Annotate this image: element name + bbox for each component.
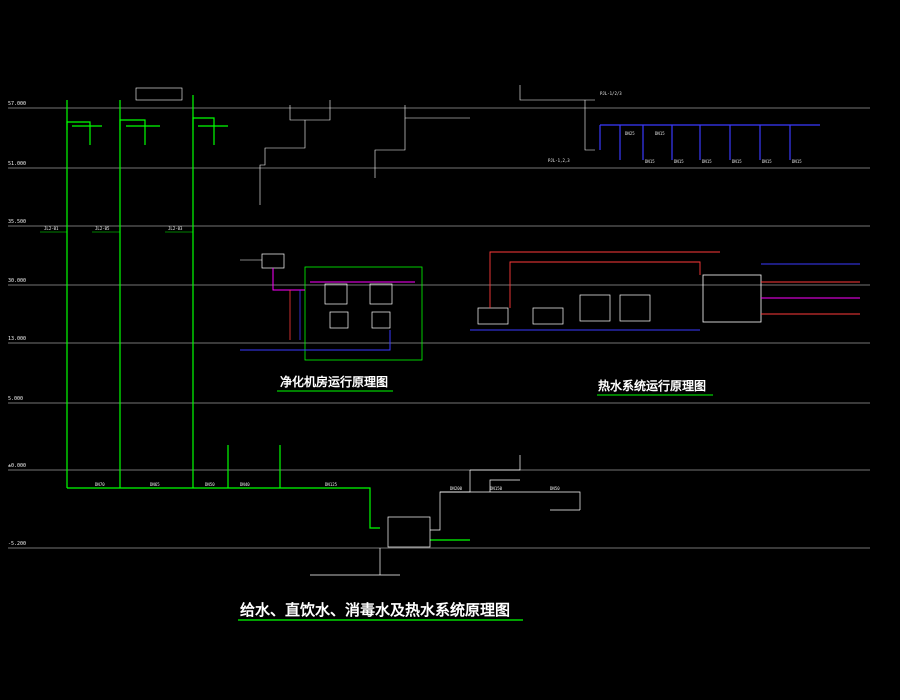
riser-tag-1: JL2-01 (44, 226, 59, 231)
branch-label-3: DN15 (674, 159, 684, 164)
pipe-label-top-right: PJL-1/2/3 (600, 91, 622, 96)
riser-tag-3: JL2-03 (168, 226, 183, 231)
level-mark-8: -5.200 (8, 541, 26, 547)
purify-title: 净化机房运行原理图 (280, 374, 388, 389)
level-mark-4: 30.000 (8, 278, 26, 284)
hot-heater-1 (579, 294, 611, 322)
hot-tank-2 (532, 307, 564, 325)
level-marks: 57.000 51.000 35.500 30.000 13.000 5.000… (8, 101, 26, 547)
riser-tag-2: JL2-05 (95, 226, 110, 231)
pipe-label-mid-right: PJL-1,2,3 (548, 158, 570, 163)
roof-tank (135, 87, 183, 101)
floor-level-lines (8, 107, 870, 549)
upper-pipe-4 (374, 118, 406, 178)
pipe-label-bottom-6: DN200 (450, 486, 463, 491)
pipe-label-bottom-7: DN150 (490, 486, 503, 491)
hot-supply-red (489, 251, 720, 308)
pipe-label-bottom-4: DN40 (240, 482, 250, 487)
upper-pipe-6 (584, 100, 595, 151)
purify-unit-1 (324, 283, 348, 305)
branch-label-2: DN15 (645, 159, 655, 164)
blue-distribution-header (599, 124, 820, 160)
hot-main-tank (702, 274, 762, 323)
bottom-line-4 (489, 479, 520, 492)
pipe-label-bottom-2: DN65 (150, 482, 160, 487)
upper-pipe-2 (259, 120, 306, 205)
hot-water-diagram: 热水系统运行原理图 (470, 251, 860, 396)
branch-label-5: DN15 (732, 159, 742, 164)
purify-pump-1 (329, 311, 349, 329)
riser-tags: JL2-01 JL2-05 JL2-03 (40, 226, 193, 233)
upper-pipe-5 (519, 85, 595, 101)
hot-tank-1 (477, 307, 509, 325)
hot-supply-red-2 (509, 261, 701, 308)
riser-branch-3 (192, 117, 215, 145)
level-mark-2: 51.000 (8, 161, 26, 167)
bottom-main-line (67, 445, 470, 541)
branch-label-4: DN15 (702, 159, 712, 164)
purify-feed-pipe (272, 268, 305, 291)
bottom-line-3 (470, 455, 521, 471)
bottom-main-pipe (67, 487, 380, 529)
upper-middle-piping (259, 85, 595, 205)
bottom-pump-station (310, 455, 581, 576)
level-mark-6: 5.000 (8, 396, 23, 402)
pipe-label-bottom-3: DN50 (205, 482, 215, 487)
pipe-label-bottom-8: DN50 (550, 486, 560, 491)
level-mark-1: 57.000 (8, 101, 26, 107)
purify-unit-2 (369, 283, 393, 305)
branch-label-6: DN15 (762, 159, 772, 164)
bottom-line-2 (440, 491, 581, 510)
upper-pipe-3 (404, 105, 470, 119)
riser-branch-2 (119, 119, 146, 145)
main-title: 给水、直饮水、消毒水及热水系统原理图 (240, 601, 510, 619)
purify-pump-2 (371, 311, 391, 329)
bottom-pipe-labels: DN70 DN65 DN50 DN40 DN125 DN200 DN150 DN… (95, 482, 560, 491)
branch-pipe-labels: DN25 DN15 DN15 DN15 DN15 DN15 DN15 DN15 (625, 131, 802, 164)
hot-heater-2 (619, 294, 651, 322)
level-mark-7: ±0.000 (8, 463, 26, 469)
pipe-label-bottom-5: DN125 (325, 482, 338, 487)
riser-branch-1 (66, 121, 91, 145)
bottom-pump-tank (387, 516, 431, 548)
pipe-label-bottom-1: DN70 (95, 482, 105, 487)
level-mark-3: 35.500 (8, 219, 26, 225)
purification-room-diagram: 净化机房运行原理图 (240, 253, 423, 392)
branch-label-1: DN25 (625, 131, 635, 136)
purify-frame (304, 266, 423, 361)
riser-group (66, 95, 228, 488)
level-mark-5: 13.000 (8, 336, 26, 342)
hot-title: 热水系统运行原理图 (598, 378, 706, 393)
branch-label-7: DN15 (792, 159, 802, 164)
purify-return-pipe (240, 330, 391, 351)
branch-label-8: DN15 (655, 131, 665, 136)
